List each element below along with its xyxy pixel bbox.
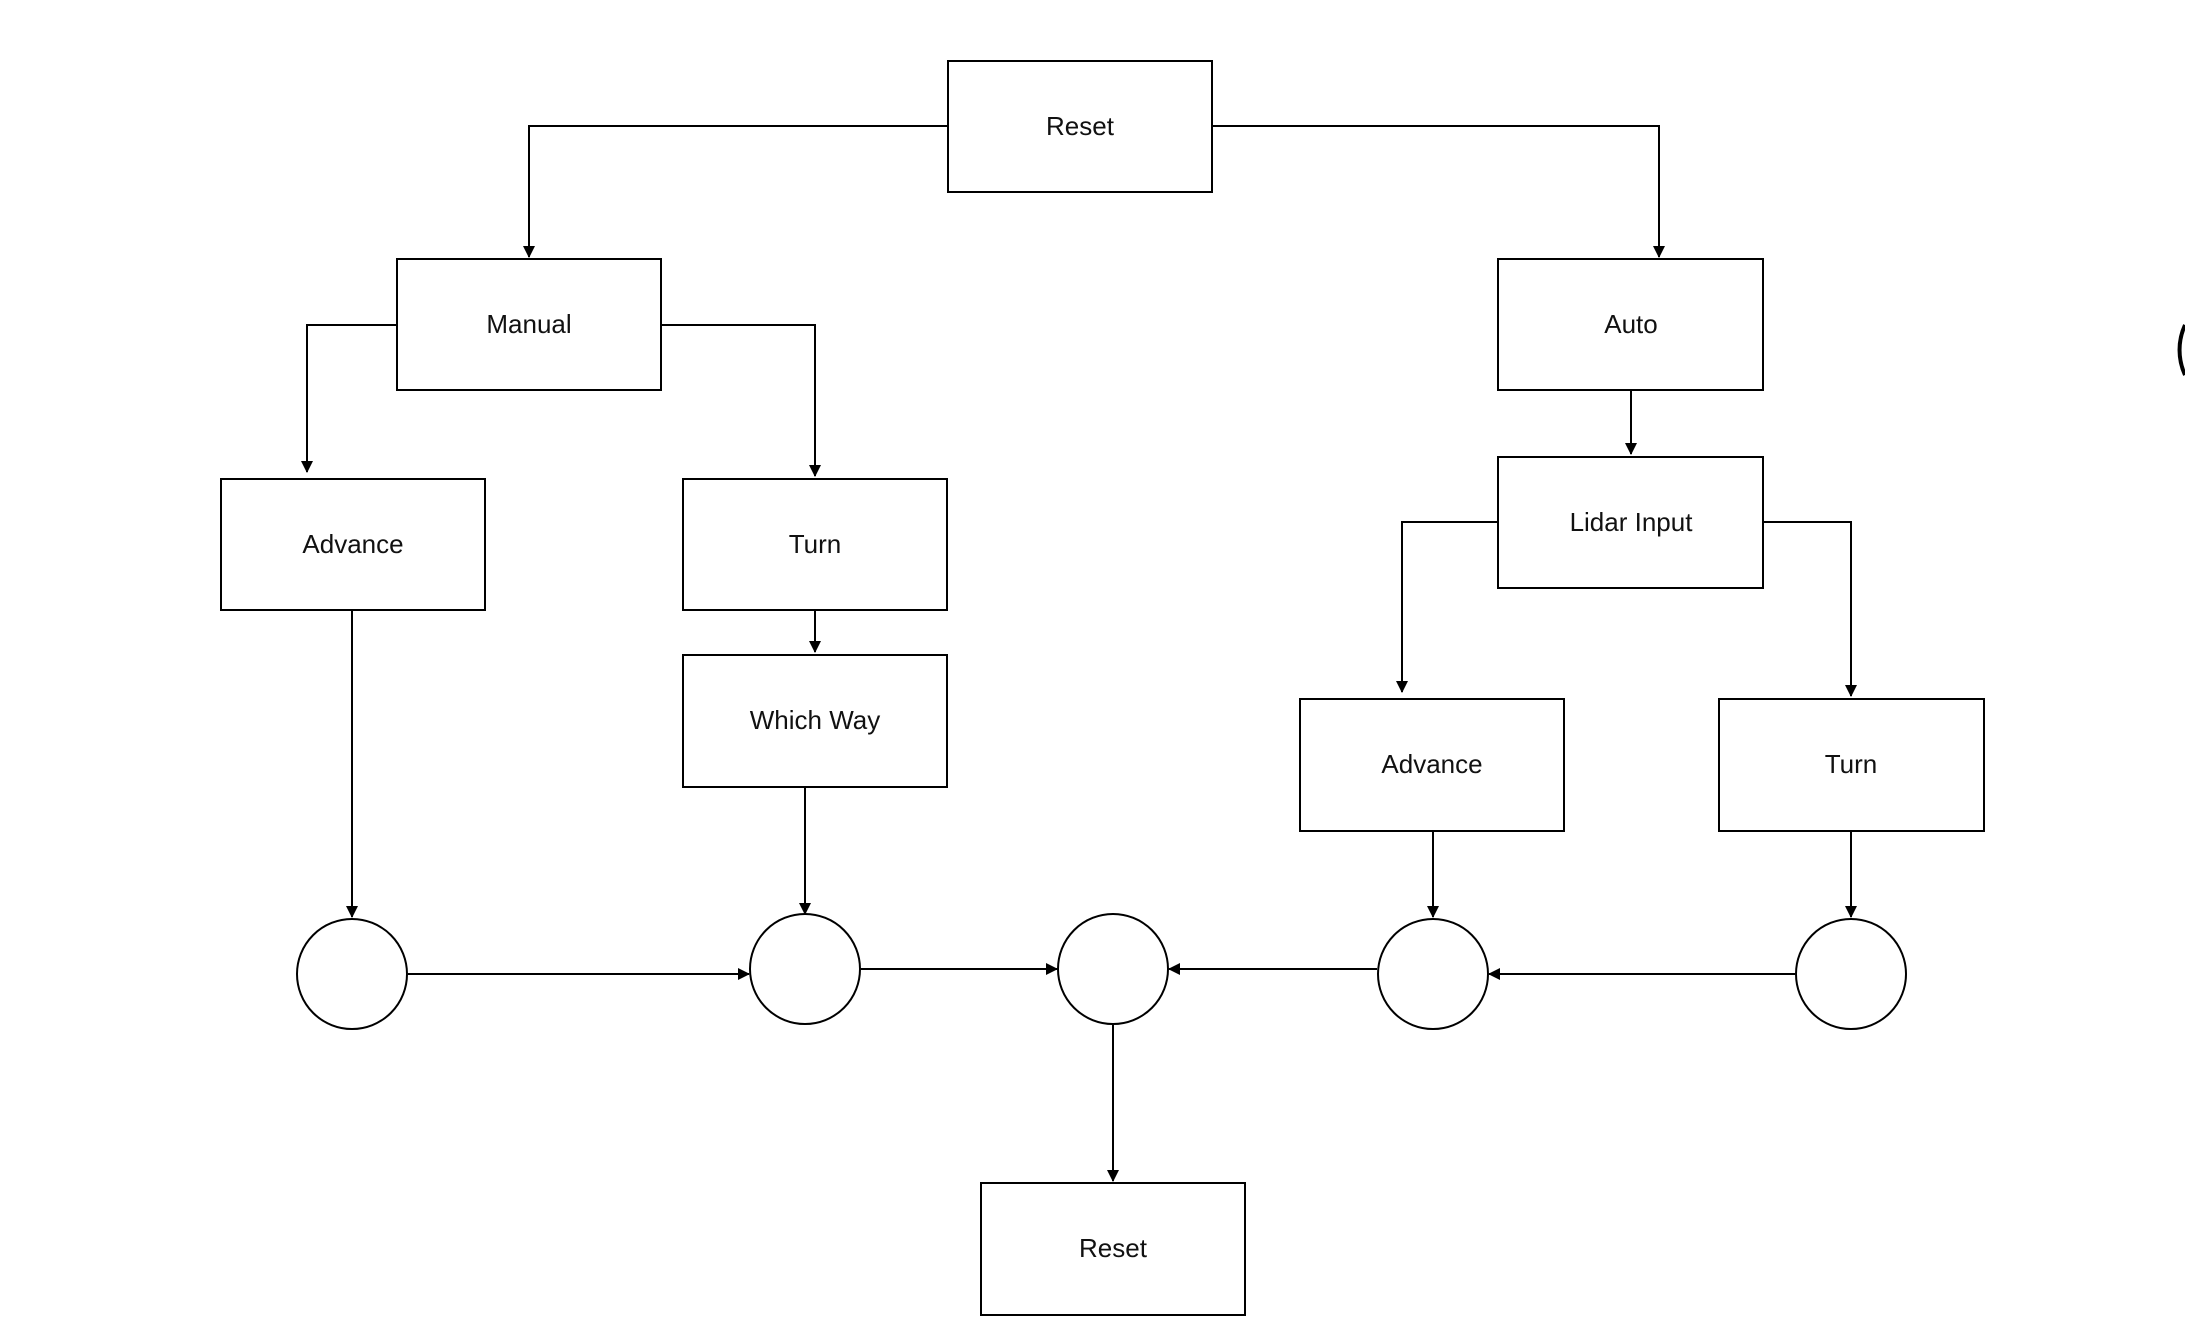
node-reset-bottom-box: [980, 1182, 1246, 1316]
edge-reset-to-manual: [523, 125, 948, 258]
node-which-way-box: [682, 654, 948, 788]
edge-lidar-input-to-turn: [1763, 521, 1857, 697]
node-advance-manual-box: [220, 478, 486, 611]
edges: [301, 125, 1857, 1182]
node-manual[interactable]: Manual: [396, 258, 662, 391]
node-lidar-input[interactable]: Lidar Input: [1497, 456, 1764, 589]
node-advance-auto[interactable]: Advance: [1299, 698, 1565, 832]
edge-manual-to-turn: [661, 324, 821, 477]
node-turn-manual-label: Turn: [789, 529, 842, 559]
node-advance-auto-label: Advance: [1381, 749, 1482, 779]
node-advance-manual[interactable]: Advance: [220, 478, 486, 611]
clipped-edge-arc: [2177, 324, 2185, 376]
node-reset-top-box: [947, 60, 1213, 193]
node-lidar-input-box: [1497, 456, 1764, 589]
edge-reset-to-auto: [1212, 125, 1665, 258]
node-turn-manual[interactable]: Turn: [682, 478, 948, 611]
node-advance-manual-label: Advance: [302, 529, 403, 559]
node-which-way-label: Which Way: [750, 705, 881, 735]
junction-4-circle[interactable]: [1377, 918, 1489, 1030]
node-turn-manual-box: [682, 478, 948, 611]
node-manual-label: Manual: [486, 309, 571, 339]
node-advance-auto-box: [1299, 698, 1565, 832]
node-turn-auto[interactable]: Turn: [1718, 698, 1985, 832]
junction-5-circle[interactable]: [1795, 918, 1907, 1030]
junction-1-circle[interactable]: [296, 918, 408, 1030]
node-auto-label: Auto: [1604, 309, 1658, 339]
edge-manual-to-advance: [301, 324, 397, 473]
node-turn-auto-box: [1718, 698, 1985, 832]
node-which-way[interactable]: Which Way: [682, 654, 948, 788]
node-reset-top-label: Reset: [1046, 111, 1115, 141]
node-reset-top[interactable]: Reset: [947, 60, 1213, 193]
junction-2-circle[interactable]: [749, 913, 861, 1025]
node-auto[interactable]: Auto: [1497, 258, 1764, 391]
node-manual-box: [396, 258, 662, 391]
edge-lidar-input-to-advance: [1396, 521, 1498, 693]
node-reset-bottom[interactable]: Reset: [980, 1182, 1246, 1316]
node-turn-auto-label: Turn: [1825, 749, 1878, 779]
junction-center-circle[interactable]: [1057, 913, 1169, 1025]
node-reset-bottom-label: Reset: [1079, 1233, 1148, 1263]
node-lidar-input-label: Lidar Input: [1570, 507, 1694, 537]
node-auto-box: [1497, 258, 1764, 391]
